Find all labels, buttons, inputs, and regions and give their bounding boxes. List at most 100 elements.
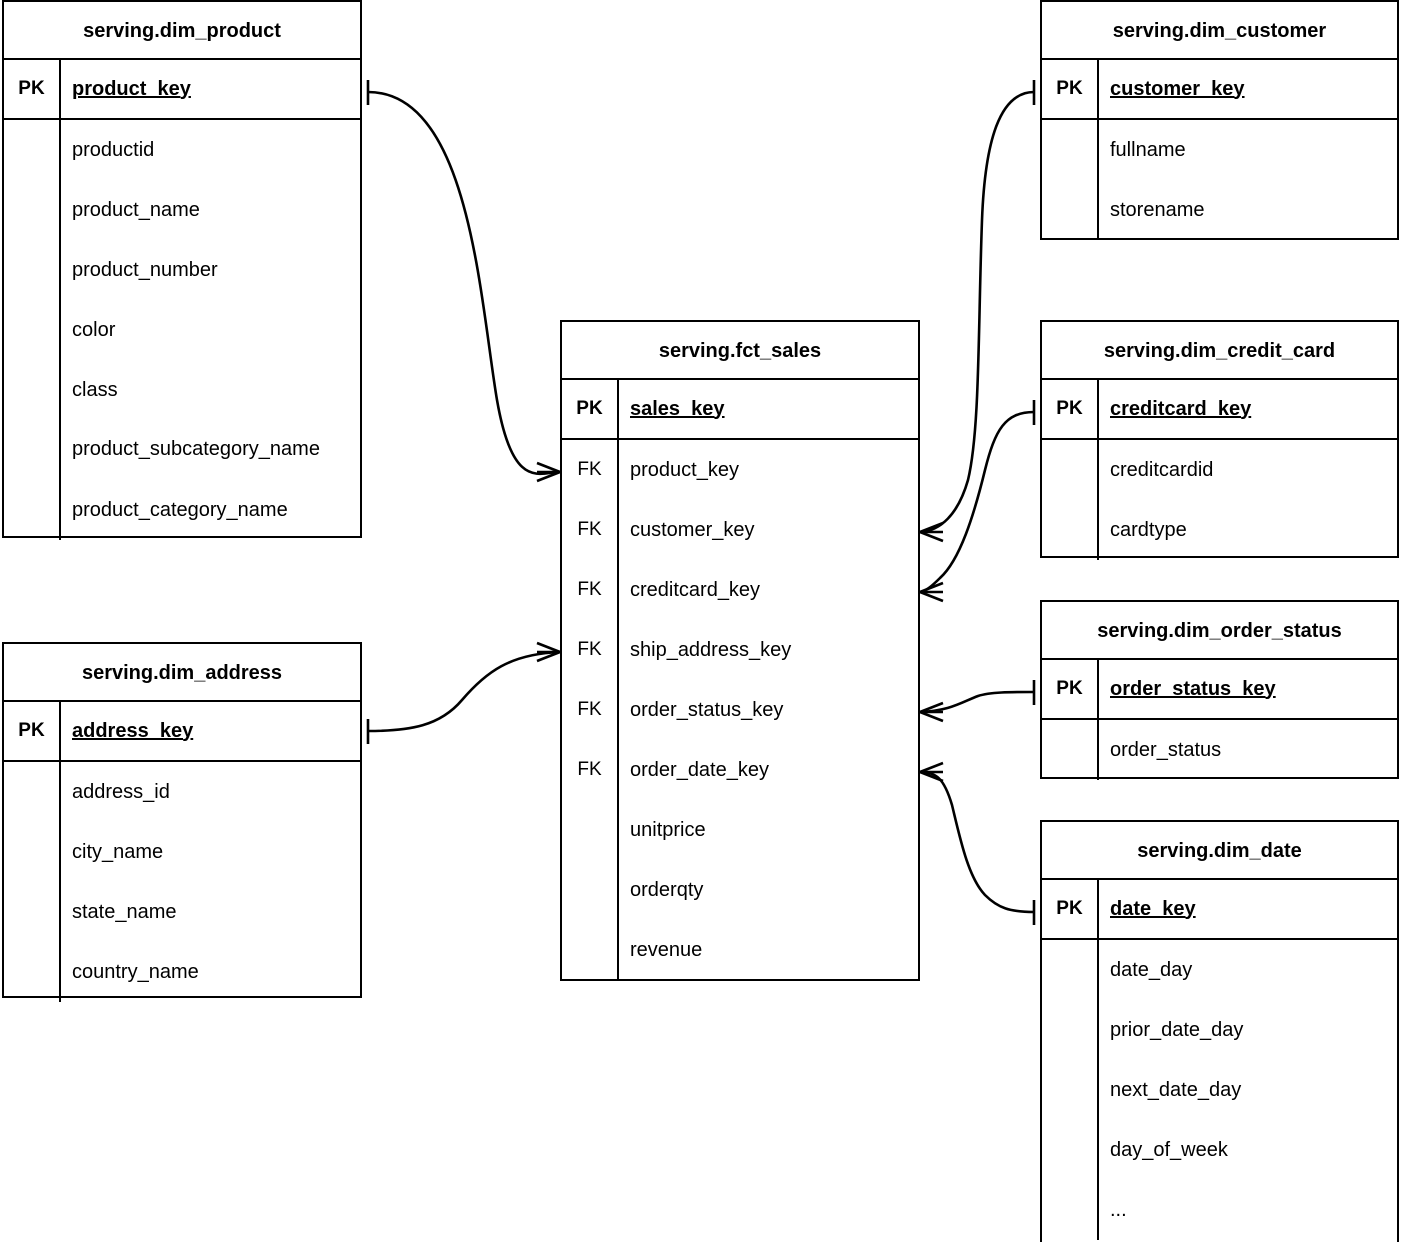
column-row[interactable]: FK ship_address_key	[562, 620, 918, 680]
key-badge	[1042, 1060, 1099, 1120]
relationship-creditcard-line	[919, 410, 1035, 594]
column-row[interactable]: FK creditcard_key	[562, 560, 918, 620]
column-row[interactable]: date_day	[1042, 940, 1397, 1000]
column-row[interactable]: FK order_status_key	[562, 680, 918, 740]
column-name: ship_address_key	[630, 638, 792, 661]
pk-badge: PK	[1042, 880, 1099, 938]
pk-column-name: customer_key	[1110, 77, 1245, 100]
column-name: storename	[1110, 198, 1205, 221]
column-name: order_status	[1110, 738, 1222, 761]
key-badge	[4, 120, 61, 180]
fk-badge: FK	[562, 500, 619, 560]
column-name: day_of_week	[1110, 1138, 1228, 1161]
column-name: cardtype	[1110, 518, 1187, 541]
crowsfoot-customer	[919, 521, 944, 543]
column-name: next_date_day	[1110, 1078, 1242, 1101]
fk-badge: FK	[562, 560, 619, 620]
column-row[interactable]: state_name	[4, 882, 360, 942]
entity-pk-row[interactable]: PK order_status_key	[1042, 660, 1397, 720]
column-name: ...	[1110, 1198, 1127, 1221]
pk-column-name: product_key	[72, 77, 191, 100]
entity-title: serving.dim_product	[4, 2, 360, 60]
relationship-date	[919, 761, 1036, 925]
entity-columns: FK product_key FK customer_key FK credit…	[562, 440, 918, 980]
entity-dim-product[interactable]: serving.dim_product PK product_key produ…	[2, 0, 362, 540]
column-row[interactable]: revenue	[562, 920, 918, 980]
entity-title: serving.dim_date	[1042, 822, 1397, 880]
entity-title: serving.dim_order_status	[1042, 602, 1397, 660]
relationship-customer	[919, 80, 1036, 543]
column-row[interactable]: prior_date_day	[1042, 1000, 1397, 1060]
key-badge	[4, 822, 61, 882]
column-row[interactable]: productid	[4, 120, 360, 180]
column-row[interactable]: product_category_name	[4, 480, 360, 540]
column-row[interactable]: product_subcategory_name	[4, 420, 360, 480]
column-name: creditcardid	[1110, 458, 1214, 481]
key-badge	[4, 942, 61, 1002]
entity-pk-row[interactable]: PK sales_key	[562, 380, 918, 440]
column-row[interactable]: creditcardid	[1042, 440, 1397, 500]
column-row[interactable]: city_name	[4, 822, 360, 882]
entity-dim-order-status[interactable]: serving.dim_order_status PK order_status…	[1040, 600, 1399, 780]
key-badge	[1042, 1120, 1099, 1180]
entity-dim-date[interactable]: serving.dim_date PK date_key date_day pr…	[1040, 820, 1399, 1242]
key-badge	[1042, 1000, 1099, 1060]
column-row[interactable]: order_status	[1042, 720, 1397, 780]
column-name: productid	[72, 138, 155, 161]
key-badge	[4, 480, 61, 540]
column-row[interactable]: fullname	[1042, 120, 1397, 180]
column-row[interactable]: class	[4, 360, 360, 420]
column-row[interactable]: product_name	[4, 180, 360, 240]
column-row[interactable]: product_number	[4, 240, 360, 300]
entity-columns: address_id city_name state_name country_…	[4, 762, 360, 1002]
relationship-orderstatus	[919, 680, 1036, 723]
column-name: state_name	[72, 900, 177, 923]
pk-badge: PK	[1042, 660, 1099, 718]
entity-title: serving.dim_credit_card	[1042, 322, 1397, 380]
column-row[interactable]: day_of_week	[1042, 1120, 1397, 1180]
column-row[interactable]: FK order_date_key	[562, 740, 918, 800]
column-name: address_id	[72, 780, 170, 803]
entity-dim-address[interactable]: serving.dim_address PK address_key addre…	[2, 642, 362, 1002]
column-row[interactable]: cardtype	[1042, 500, 1397, 560]
relationship-address-line	[367, 650, 561, 733]
column-row[interactable]: FK customer_key	[562, 500, 918, 560]
column-name: product_category_name	[72, 498, 288, 521]
key-badge	[1042, 500, 1099, 560]
column-row[interactable]: orderqty	[562, 860, 918, 920]
entity-pk-row[interactable]: PK product_key	[4, 60, 360, 120]
entity-pk-row[interactable]: PK address_key	[4, 702, 360, 762]
entity-pk-row[interactable]: PK date_key	[1042, 880, 1397, 940]
column-name: fullname	[1110, 138, 1186, 161]
column-row[interactable]: next_date_day	[1042, 1060, 1397, 1120]
crowsfoot-creditcard	[919, 581, 944, 603]
fk-badge: FK	[562, 740, 619, 800]
pk-column-name: address_key	[72, 719, 194, 742]
key-badge	[4, 360, 61, 420]
column-row[interactable]: color	[4, 300, 360, 360]
pk-badge: PK	[562, 380, 619, 438]
entity-pk-row[interactable]: PK creditcard_key	[1042, 380, 1397, 440]
entity-columns: date_day prior_date_day next_date_day da…	[1042, 940, 1397, 1240]
entity-pk-row[interactable]: PK customer_key	[1042, 60, 1397, 120]
entity-dim-credit-card[interactable]: serving.dim_credit_card PK creditcard_ke…	[1040, 320, 1399, 560]
entity-columns: creditcardid cardtype	[1042, 440, 1397, 560]
column-row[interactable]: country_name	[4, 942, 360, 1002]
key-badge	[4, 180, 61, 240]
column-name: orderqty	[630, 878, 704, 901]
crowsfoot-product	[536, 461, 561, 483]
column-row[interactable]: FK product_key	[562, 440, 918, 500]
entity-dim-customer[interactable]: serving.dim_customer PK customer_key ful…	[1040, 0, 1399, 240]
key-badge	[4, 240, 61, 300]
column-name: date_day	[1110, 958, 1193, 981]
column-name: product_number	[72, 258, 218, 281]
pk-badge: PK	[1042, 60, 1099, 118]
column-row[interactable]: address_id	[4, 762, 360, 822]
column-row[interactable]: storename	[1042, 180, 1397, 240]
entity-fct-sales[interactable]: serving.fct_sales PK sales_key FK produc…	[560, 320, 920, 981]
column-row[interactable]: ...	[1042, 1180, 1397, 1240]
column-row[interactable]: unitprice	[562, 800, 918, 860]
crowsfoot-date	[919, 761, 944, 783]
relationship-customer-line	[919, 90, 1035, 534]
